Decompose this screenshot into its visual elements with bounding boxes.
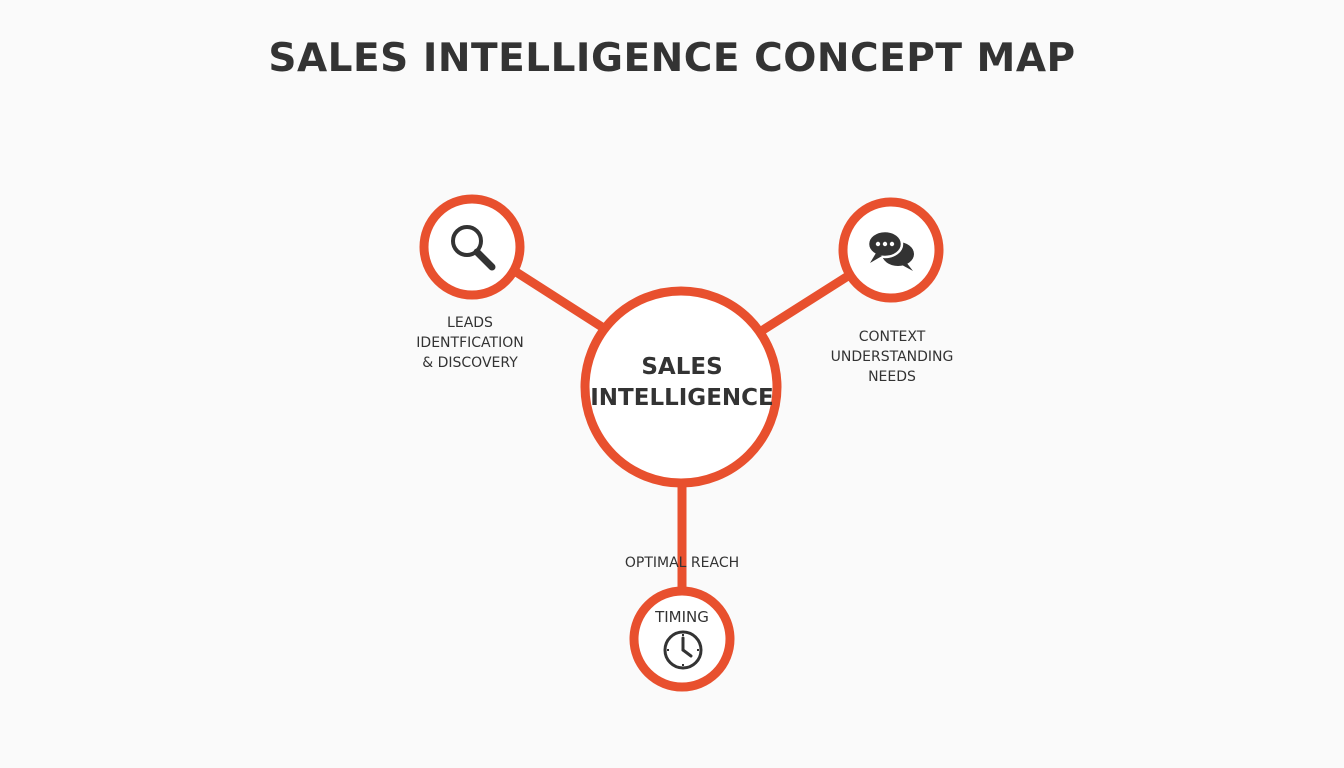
page-title: SALES INTELLIGENCE CONCEPT MAP xyxy=(268,36,1076,81)
connector-context xyxy=(758,271,853,335)
center-node[interactable] xyxy=(580,286,782,488)
leads-node[interactable] xyxy=(419,194,525,300)
leads-label-line3: & DISCOVERY xyxy=(422,355,518,371)
context-node-label: CONTEXT UNDERSTANDING NEEDS xyxy=(812,327,972,387)
timing-top-label: OPTIMAL REACH xyxy=(624,555,740,571)
leads-label-line1: LEADS xyxy=(447,315,493,331)
context-node[interactable] xyxy=(838,197,944,303)
leads-node-label: LEADS IDENTFICATION & DISCOVERY xyxy=(400,313,540,373)
magnifier-icon xyxy=(451,225,496,271)
timing-node[interactable] xyxy=(629,586,735,692)
center-node-label: SALES INTELLIGENCE xyxy=(582,352,782,414)
connector-leads xyxy=(508,265,607,332)
context-label-line1: CONTEXT xyxy=(858,329,926,345)
context-label-line3: NEEDS xyxy=(868,369,916,385)
center-label-line1: SALES xyxy=(641,354,723,380)
timing-inner-label: TIMING xyxy=(655,608,709,626)
context-label-line2: UNDERSTANDING xyxy=(830,349,954,365)
center-label-line2: INTELLIGENCE xyxy=(590,385,774,411)
leads-label-line2: IDENTFICATION xyxy=(416,335,524,351)
clock-icon xyxy=(663,630,703,670)
chat-bubbles-icon xyxy=(866,229,914,271)
